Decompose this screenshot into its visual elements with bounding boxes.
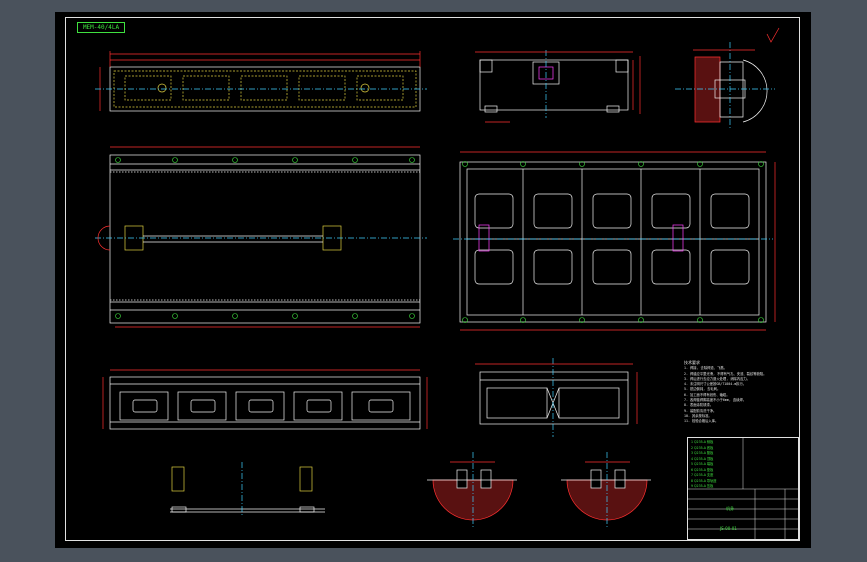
- drawing-title-tag: MEM-40/4LA: [77, 22, 125, 33]
- cad-drawing: [95, 27, 799, 540]
- note-line: 1. 焊接, 去除焊渣、飞溅。: [684, 366, 727, 371]
- title-block: 1 Q235-A 侧板 2 Q235-A 底板 3 Q235-A 筋板 4 Q2…: [687, 437, 799, 540]
- parts-row: 2 Q235-A 底板: [691, 445, 714, 450]
- note-line: 9. 装配前清洗干净。: [684, 408, 717, 413]
- view-detail-section-a: [427, 452, 517, 527]
- plan-right-bolt-holes: [462, 161, 764, 323]
- note-line: 3. 焊后进行去应力退火处理, 消除内应力。: [684, 376, 750, 381]
- view-top-right-detail: [675, 42, 775, 130]
- parts-row: 4 Q235-A 顶板: [691, 456, 714, 461]
- view-top-middle-end: [475, 50, 641, 123]
- roughness-symbol: [766, 27, 780, 43]
- view-bottom-middle-section: [475, 358, 638, 437]
- parts-row: 3 Q235-A 筋板: [691, 451, 714, 455]
- view-top-left-elevation: [95, 51, 427, 112]
- view-middle-right-plan: [453, 151, 776, 331]
- parts-row: 5 Q235-A 端板: [691, 462, 714, 466]
- note-line: 11. 检验合格后入库。: [684, 419, 719, 424]
- note-line: 8. 表面涂防锈漆。: [684, 403, 714, 408]
- note-line: 7. 各焊缝焊脚高度不小于6mm, 连续焊。: [684, 398, 747, 403]
- view-bottom-left-section: [102, 369, 428, 430]
- technical-notes: 技术要求 1. 焊接, 去除焊渣、飞溅。 2. 焊缝应平整光滑, 不得有气孔、夹…: [684, 360, 784, 425]
- note-line: 5. 锐边倒钝, 去毛刺。: [684, 387, 721, 392]
- view-bottom-left-part: [170, 462, 325, 517]
- note-line: 2. 焊缝应平整光滑, 不得有气孔、夹渣、裂纹等缺陷。: [684, 371, 767, 376]
- parts-row: 8 Q235-A 导轨座: [691, 478, 717, 483]
- drawing-sheet: MEM-40/4LA 技术要求 1. 焊接, 去除焊渣、飞溅。 2. 焊缝应平整…: [55, 12, 811, 548]
- notes-heading: 技术要求: [684, 360, 700, 365]
- title-block-lines: [687, 437, 799, 540]
- note-line: 4. 未注明尺寸公差按GB/T1804-m执行。: [684, 382, 747, 387]
- title-block-drawing-number: JS-00-01: [720, 526, 737, 531]
- parts-row: 7 Q235-A 支座: [691, 473, 714, 477]
- view-middle-left-plan: [95, 146, 427, 328]
- note-line: 6. 加工面不得有划伤、磕碰。: [684, 392, 730, 397]
- note-line: 10. 其余按标准。: [684, 413, 712, 418]
- parts-row: 1 Q235-A 侧板: [691, 440, 714, 444]
- parts-row: 9 Q235-A 压板: [691, 484, 714, 488]
- plan-bolt-holes: [115, 157, 415, 319]
- title-block-name: 机身: [726, 506, 734, 511]
- parts-row: 6 Q235-A 垫板: [691, 467, 714, 472]
- drawing-frame: [65, 17, 800, 541]
- view-detail-section-b: [561, 452, 651, 527]
